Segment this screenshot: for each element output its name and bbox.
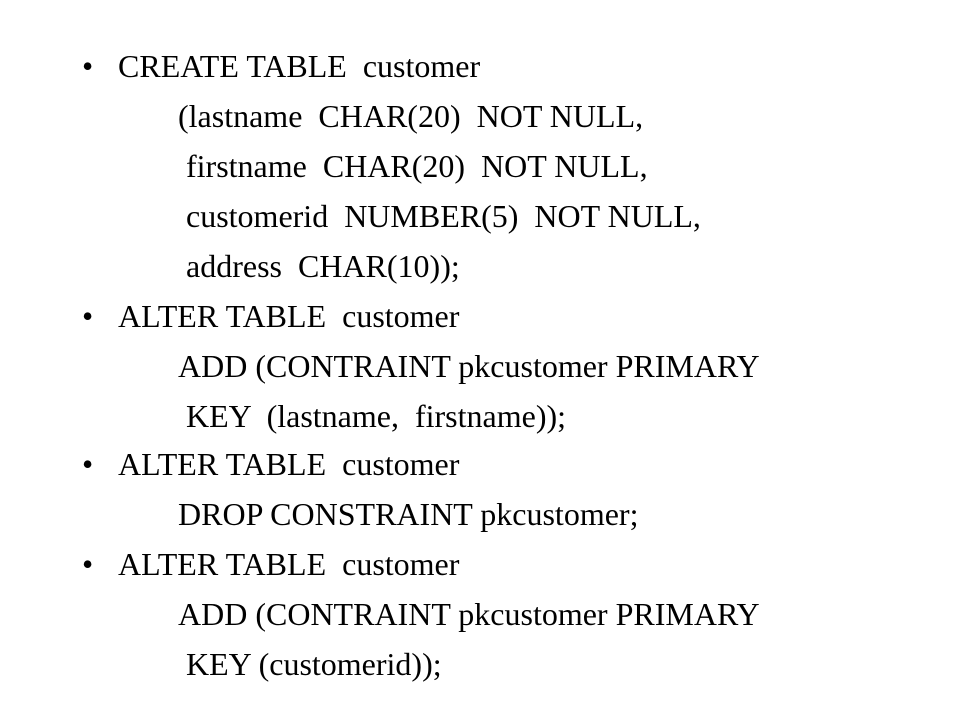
- sql-line: ADD (CONTRAINT pkcustomer PRIMARY: [178, 348, 760, 384]
- statement-alter-table: ALTER TABLE customer: [118, 446, 460, 482]
- sql-line: customerid NUMBER(5) NOT NULL,: [186, 198, 701, 234]
- bullet-2: •: [82, 298, 94, 334]
- sql-line: ADD (CONTRAINT pkcustomer PRIMARY: [178, 596, 760, 632]
- sql-line: KEY (lastname, firstname));: [186, 398, 567, 434]
- bullet-4: •: [82, 546, 94, 582]
- bullet-1: •: [82, 48, 94, 84]
- sql-line: firstname CHAR(20) NOT NULL,: [186, 148, 648, 184]
- statement-create-table: CREATE TABLE customer: [118, 48, 481, 84]
- sql-line: (lastname CHAR(20) NOT NULL,: [178, 98, 644, 134]
- sql-line: DROP CONSTRAINT pkcustomer;: [178, 496, 639, 532]
- bullet-3: •: [82, 446, 94, 482]
- statement-alter-table: ALTER TABLE customer: [118, 546, 460, 582]
- sql-line: address CHAR(10));: [186, 248, 460, 284]
- sql-line: KEY (customerid));: [186, 646, 442, 682]
- statement-alter-table: ALTER TABLE customer: [118, 298, 460, 334]
